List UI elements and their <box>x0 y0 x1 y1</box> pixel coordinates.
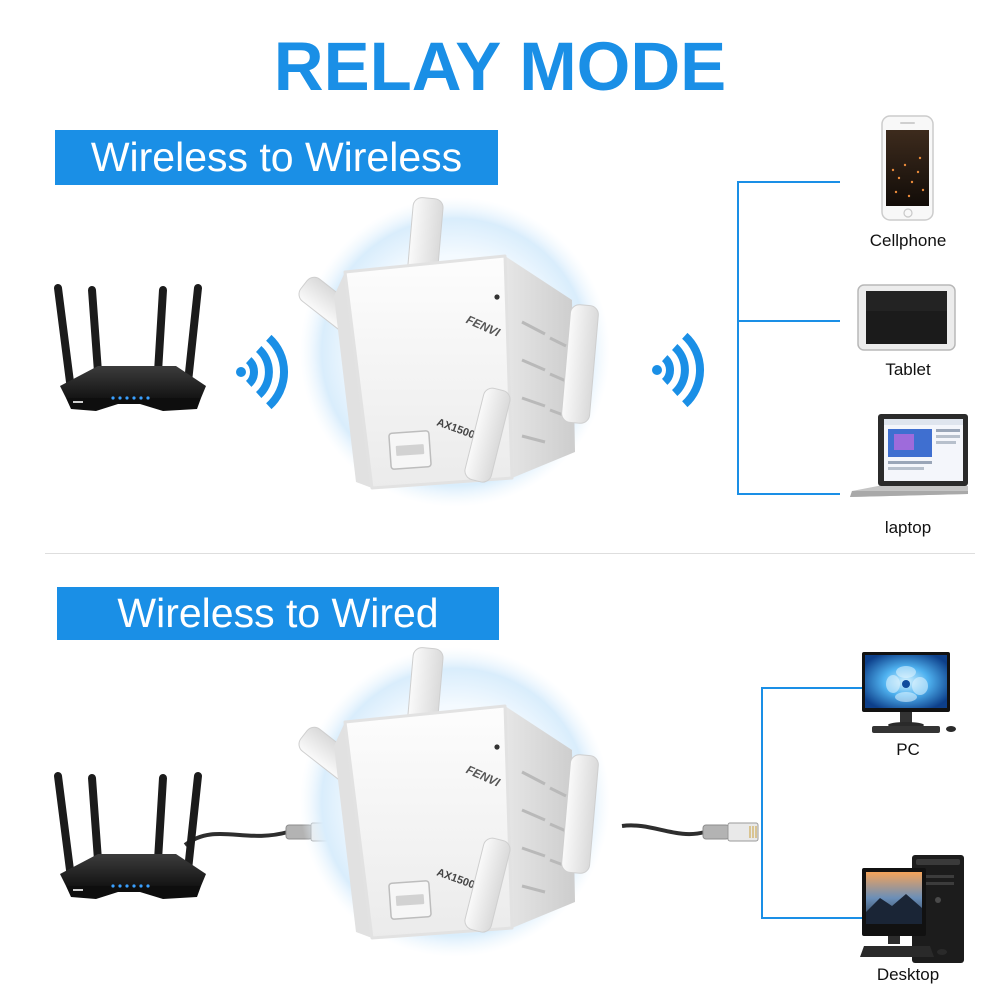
wifi-extender: FENVI AX1500 <box>298 197 610 507</box>
router-antenna <box>154 286 167 376</box>
wifi-signal-icon <box>652 332 705 408</box>
router-logo <box>73 889 83 891</box>
wifi-extender: FENVI AX1500 <box>298 647 610 957</box>
extender-antenna-right <box>561 304 599 424</box>
laptop-icon <box>850 414 968 497</box>
router-antenna <box>88 286 102 376</box>
tablet-icon <box>857 284 956 351</box>
usb-port <box>388 880 432 920</box>
status-led <box>494 744 500 750</box>
router-front <box>66 398 201 411</box>
usb-port <box>388 430 432 470</box>
device-label-laptop: laptop <box>884 518 932 537</box>
extender-front-face <box>343 254 514 490</box>
extender-left-face <box>334 272 372 488</box>
extender-antenna-front <box>464 837 511 933</box>
device-label-pc: PC <box>896 740 920 759</box>
router-status-leds <box>111 884 150 888</box>
router-antenna <box>54 772 74 874</box>
router-antenna <box>88 774 102 864</box>
router-body <box>60 366 206 398</box>
device-bracket-lines <box>737 181 840 495</box>
router-icon <box>54 284 206 411</box>
pc-monitor-icon <box>862 652 956 733</box>
router-antenna <box>54 284 74 386</box>
page-title: RELAY MODE <box>273 28 727 105</box>
extender-front-face <box>343 704 514 940</box>
device-label-cellphone: Cellphone <box>869 231 947 250</box>
section-divider <box>45 553 975 554</box>
extender-antenna-right <box>561 754 599 874</box>
router-status-leds <box>111 396 150 400</box>
section-banner-wireless-to-wireless: Wireless to Wireless <box>55 130 498 185</box>
section-banner-label: Wireless to Wired <box>117 590 439 636</box>
section-banner-wireless-to-wired: Wireless to Wired <box>57 587 499 640</box>
cellphone-icon <box>881 115 934 221</box>
router-antenna <box>184 772 202 874</box>
router-icon <box>54 772 206 899</box>
device-bracket-lines <box>761 687 862 919</box>
status-led <box>494 294 500 300</box>
device-label-desktop: Desktop <box>876 965 940 984</box>
router-front <box>66 886 201 899</box>
ethernet-cable-icon <box>621 822 759 842</box>
router-body <box>60 854 206 886</box>
extender-left-face <box>334 722 372 938</box>
device-label-tablet: Tablet <box>885 360 931 379</box>
section-banner-label: Wireless to Wireless <box>90 134 463 180</box>
wifi-signal-icon <box>236 334 289 410</box>
router-antenna <box>184 284 202 386</box>
router-logo <box>73 401 83 403</box>
extender-antenna-front <box>464 387 511 483</box>
router-antenna <box>154 774 167 864</box>
desktop-computer-icon <box>860 855 964 963</box>
